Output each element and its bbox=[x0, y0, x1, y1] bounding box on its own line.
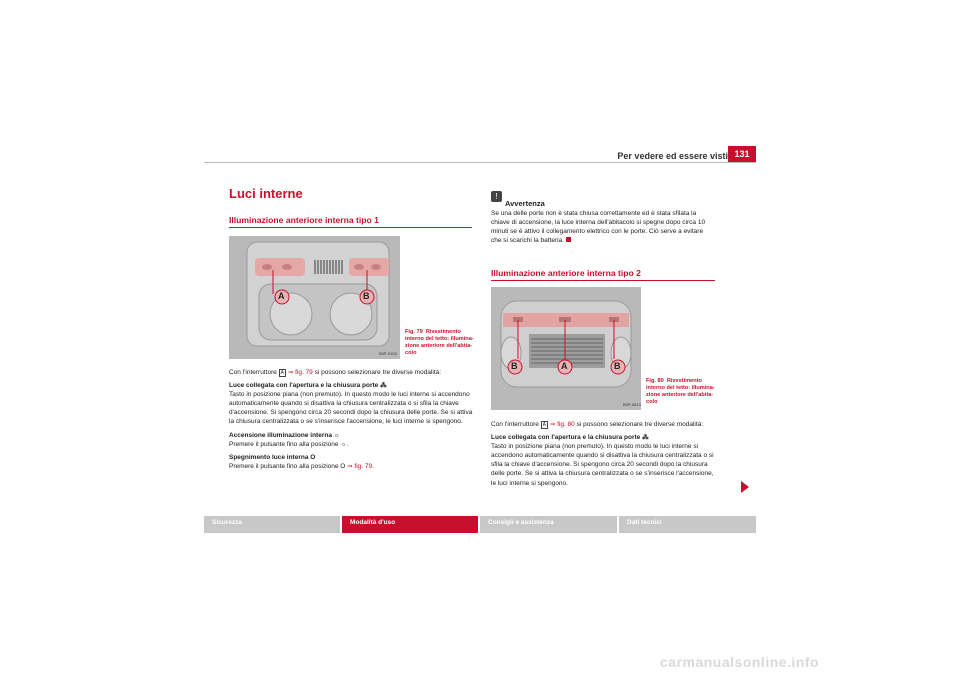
item3-text: Premere il pulsante fino alla posizione … bbox=[229, 462, 346, 470]
footer-tab-modalita-uso[interactable]: Modalità d'uso bbox=[342, 516, 478, 533]
figure-80-code: B5P-0813 bbox=[623, 402, 641, 407]
switch-key-a-2: A bbox=[540, 421, 549, 429]
section2-item-heading: Luce collegata con l'apertura e la chius… bbox=[491, 434, 641, 442]
section1-intro-before: Con l'interruttore bbox=[229, 369, 277, 376]
footer-tab-sicurezza[interactable]: Sicurezza bbox=[204, 516, 340, 533]
figure-80-callout-b-left: B bbox=[511, 361, 518, 371]
figure-80-illustration: B A B B5P-0813 bbox=[491, 287, 641, 410]
figure-80-caption-label: Fig. 80 bbox=[646, 378, 664, 384]
section1-title: Illuminazione anteriore interna tipo 1 bbox=[229, 215, 379, 225]
footer-tab-dati-tecnici[interactable]: Dati tecnici bbox=[619, 516, 756, 533]
figure-80-callout-a: A bbox=[561, 361, 568, 371]
door-light-icon: ⁂ bbox=[642, 434, 649, 442]
section2-divider bbox=[491, 280, 715, 281]
warning-title: Avvertenza bbox=[505, 199, 545, 208]
watermark: carmanualsonline.info bbox=[660, 654, 820, 670]
lamp-on-icon: ☼ bbox=[333, 431, 340, 439]
item2-text-end: . bbox=[346, 440, 349, 448]
fig-79-reference-link-2[interactable]: ⇒ fig. 79 bbox=[347, 462, 373, 470]
figure-79-caption-label: Fig. 79 bbox=[405, 329, 423, 335]
end-marker-icon bbox=[565, 237, 571, 243]
figure-80-callout-b-right: B bbox=[614, 361, 621, 371]
footer-tab-consigli-assistenza[interactable]: Consigli e assistenza bbox=[480, 516, 617, 533]
section1-intro-after: si possono selezionare tre diverse modal… bbox=[314, 369, 442, 376]
page-header-title: Per vedere ed essere visti bbox=[617, 151, 728, 161]
section1-body: Con l'interruttore A ⇒ fig. 79 si posson… bbox=[229, 368, 474, 471]
item2-text: Premere il pulsante fino alla posizione bbox=[229, 440, 339, 448]
figure-80-caption-text: Rivestimento interno del tetto: illumina… bbox=[646, 378, 715, 405]
lamp-on-icon: ☼ bbox=[340, 440, 347, 448]
section2-body: Con l'interruttore A ⇒ fig. 80 si posson… bbox=[491, 420, 717, 488]
section2-title: Illuminazione anteriore interna tipo 2 bbox=[491, 268, 641, 278]
next-page-arrow-icon[interactable] bbox=[741, 481, 749, 493]
section2-intro-after: si possono selezionare tre diverse modal… bbox=[576, 421, 704, 428]
item2-heading: Accensione illuminazione interna bbox=[229, 431, 332, 439]
item3-text-end: . bbox=[372, 462, 374, 470]
fig-79-reference-link[interactable]: ⇒ fig. 79 bbox=[287, 369, 313, 376]
warning-text: Se una delle porte non è stata chiusa co… bbox=[491, 210, 706, 245]
figure-79-caption-text: Rivestimento interno del tetto: illumina… bbox=[405, 329, 474, 356]
item1-heading: Luce collegata con l'apertura e la chius… bbox=[229, 382, 379, 390]
figure-79-code: B5P-0153 bbox=[379, 351, 397, 356]
fig-80-reference-link[interactable]: ⇒ fig. 80 bbox=[549, 421, 575, 428]
figure-79-caption: Fig. 79 Rivestimento interno del tetto: … bbox=[405, 329, 477, 357]
section1-divider bbox=[229, 227, 472, 228]
section2-item-text: Tasto in posizione piana (non premuto). … bbox=[491, 443, 714, 487]
figure-79-illustration: A B B5P-0153 bbox=[229, 236, 400, 359]
warning-body: Se una delle porte non è stata chiusa co… bbox=[491, 209, 715, 245]
warning-icon: ! bbox=[491, 191, 502, 202]
figure-79-callout-b: B bbox=[363, 291, 370, 301]
item3-heading: Spegnimento luce interna O bbox=[229, 453, 316, 461]
door-light-icon: ⁂ bbox=[380, 382, 387, 390]
switch-key-a: A bbox=[278, 369, 287, 377]
figure-80-caption: Fig. 80 Rivestimento interno del tetto: … bbox=[646, 378, 718, 406]
header-divider bbox=[204, 162, 756, 163]
item1-text: Tasto in posizione piana (non premuto). … bbox=[229, 391, 473, 426]
section2-intro-before: Con l'interruttore bbox=[491, 421, 539, 428]
chapter-title: Luci interne bbox=[229, 186, 303, 201]
figure-79-callout-a: A bbox=[278, 291, 285, 301]
page-number-badge: 131 bbox=[728, 146, 756, 162]
